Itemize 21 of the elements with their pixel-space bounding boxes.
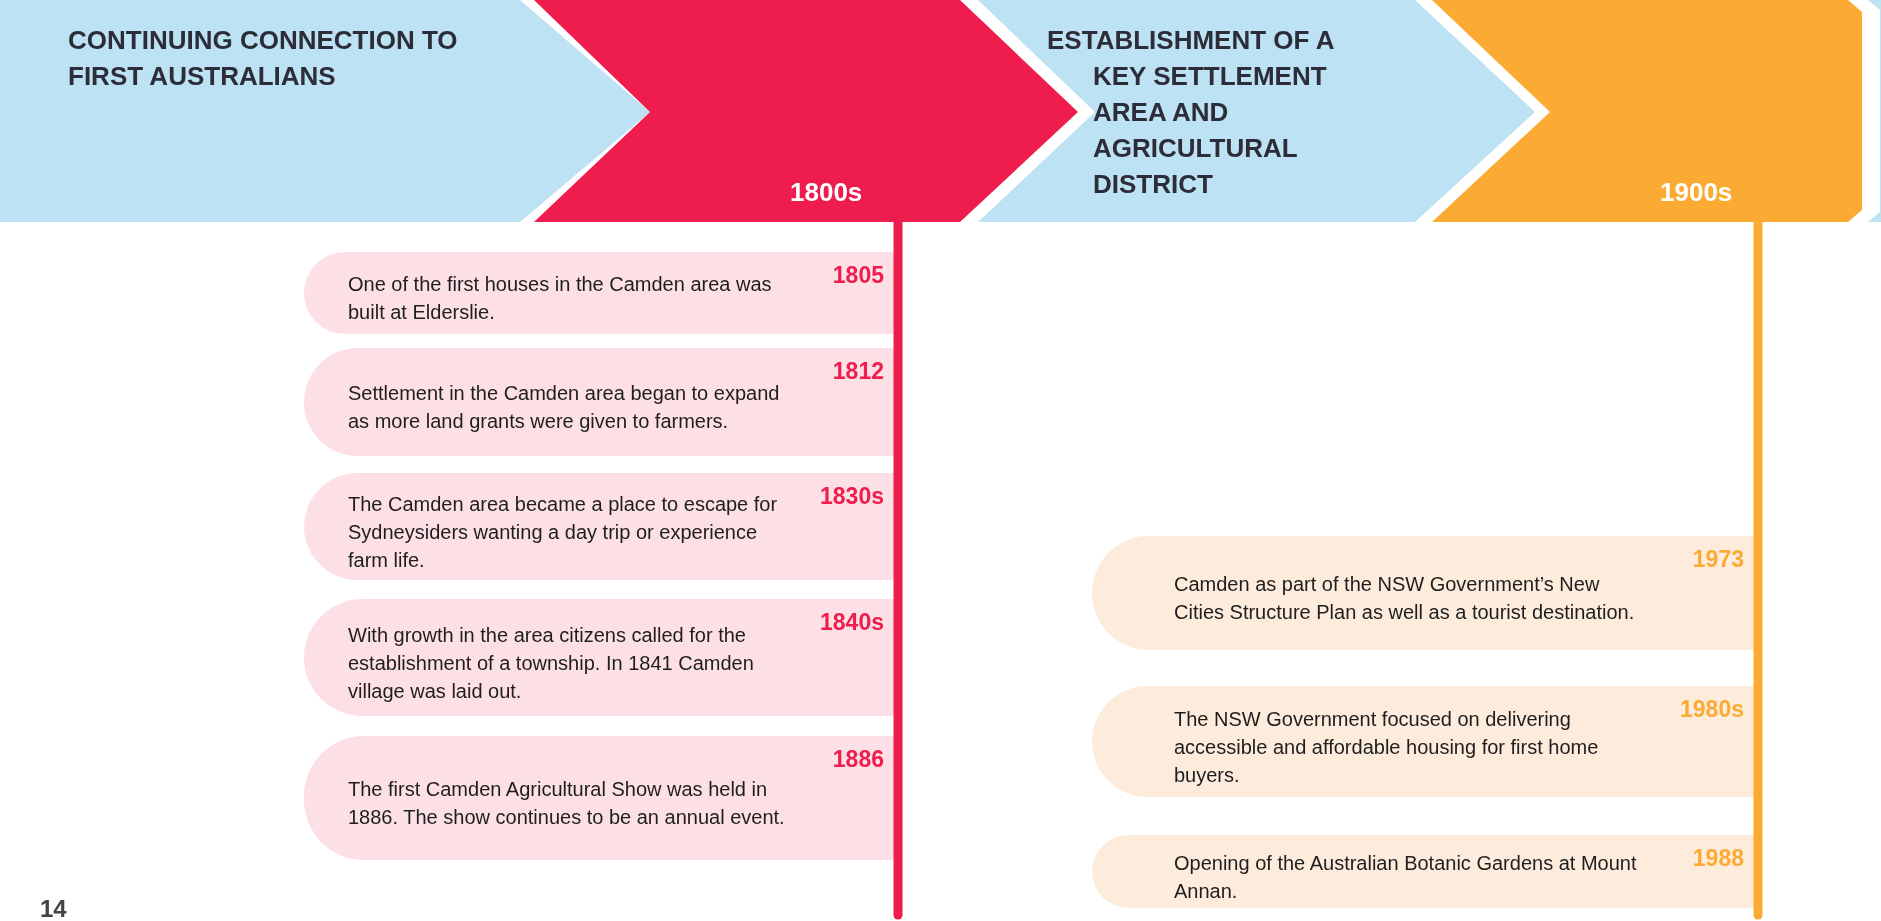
event-description: The NSW Government focused on delivering accessible and affordable housing for first home buyers. [1174, 706, 1600, 788]
event-year: 1812 [832, 357, 884, 386]
decade-label: 1900s [1660, 176, 1734, 208]
event-description: Opening of the Australian Botanic Gardens at Mount Annan. [1174, 850, 1638, 904]
event-description: The Camden area became a place to escape for Sydneysiders wanting a day trip or experience farm life. [348, 491, 779, 573]
event-year: 1805 [832, 261, 884, 290]
event-description: Settlement in the Camden area began to expand as more land grants were given to farmers. [348, 381, 781, 434]
event-year: 1840s [820, 608, 884, 637]
page-number: 14 [40, 896, 67, 921]
event-description: With growth in the area citizens called for the establishment of a township. In 1841 Camden village was laid out. [348, 622, 755, 704]
event-year: 1973 [1692, 545, 1744, 574]
event-description: The first Camden Agricultural Show was held in 1886. The show continues to be an annual event. [348, 777, 786, 830]
event-description: One of the first houses in the Camden area was built at Elderslie. [348, 272, 773, 325]
decade-label: 1800s [790, 176, 864, 208]
section-heading: ESTABLISHMENT OF A KEY SETTLEMENT AREA AND AGRICULTURAL DISTRICT [1047, 24, 1335, 201]
event-year: 1988 [1692, 844, 1744, 873]
event-year: 1980s [1680, 695, 1744, 724]
event-description: Camden as part of the NSW Government’s New Cities Structure Plan as well as a tourist destination. [1174, 572, 1636, 625]
event-year: 1886 [832, 745, 884, 774]
section-heading: CONTINUING CONNECTION TO FIRST AUSTRALIANS [68, 24, 459, 93]
event-year: 1830s [820, 482, 884, 511]
